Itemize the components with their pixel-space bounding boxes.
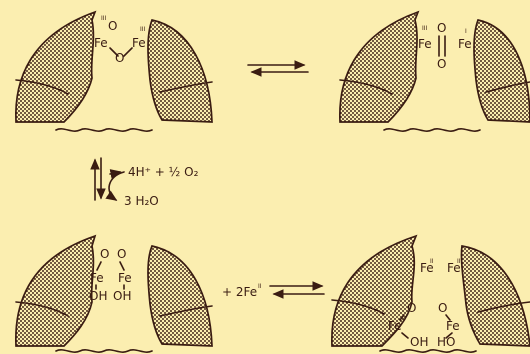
panel-d-fe-top-left-ox: II (430, 258, 434, 265)
panel-b-o-bottom: O (437, 57, 446, 71)
addition-ox: II (258, 283, 262, 290)
panel-a-fe-right-ox: III (140, 26, 146, 33)
panel-a-o-bridge: O (115, 51, 124, 65)
panel-d-right-divider (477, 301, 530, 313)
panel-c-o-left: O (100, 247, 109, 261)
equilibrium-arrow-ac (90, 157, 106, 201)
panel-d-fe-top-right-ox: II (457, 258, 461, 265)
panel-a-protein: III Fe O III Fe O (15, 10, 213, 132)
panel-a-fe-left-ox: III (101, 15, 107, 22)
panel-d-oh-bond-left (401, 332, 409, 339)
panel-b-protein: III Fe O O I Fe (339, 10, 530, 132)
panel-b-fe-left-ox: III (422, 25, 428, 32)
panel-d-protein: Fe II Fe II O O Fe Fe OH HO (331, 234, 530, 353)
panel-a-right-divider (159, 81, 213, 93)
panel-b-fe-right: Fe (458, 37, 472, 51)
panel-c-fe-left: Fe (90, 271, 104, 285)
panel-b-fe-right-ox: I (465, 28, 467, 35)
panel-a-bond-right (123, 47, 133, 57)
reaction-reactant: 4H⁺ + ½ O₂ (128, 165, 199, 179)
panel-d-o-right: O (438, 301, 447, 315)
panel-d-fe-top-left: Fe (420, 261, 434, 275)
panel-c-oh-right: OH (113, 289, 131, 303)
equilibrium-arrow-cd (269, 281, 325, 299)
panel-b-o-top: O (437, 21, 446, 35)
panel-a-fe-right: Fe (132, 36, 146, 50)
reaction-product: 3 H₂O (124, 194, 159, 208)
panel-c-bond-right (119, 261, 125, 271)
panel-d-oh-bond-right (445, 332, 453, 339)
panel-d-fe-bottom-left: Fe (388, 319, 402, 333)
panel-c-left-wall (15, 234, 97, 347)
panel-c-left-divider (15, 301, 69, 317)
panel-b-right-divider (485, 81, 530, 93)
panel-d-oh-left: OH (410, 335, 428, 349)
panel-a-left-divider (15, 79, 69, 95)
panel-d-fe-top-right: Fe (447, 261, 461, 275)
panel-d-ho-right: HO (437, 335, 455, 349)
panel-c-protein: O O Fe Fe OH OH (15, 234, 213, 353)
panel-c-membrane (55, 349, 153, 353)
panel-c-oh-left: OH (89, 289, 107, 303)
panel-c-fe-right: Fe (118, 271, 132, 285)
panel-d-o-left: O (407, 301, 416, 315)
reaction-curve (105, 169, 125, 201)
panel-d-left-wall (331, 234, 418, 347)
panel-c-right-divider (159, 305, 213, 317)
panel-a-fe-left: Fe (94, 36, 108, 50)
panel-d-right-wall (460, 245, 530, 347)
panel-b-right-wall (473, 19, 530, 123)
equilibrium-arrow-ab (247, 60, 309, 77)
panel-d-membrane (379, 349, 477, 353)
panel-d-fe-bottom-right: Fe (446, 319, 460, 333)
panel-a-bond-left (109, 47, 119, 57)
panel-b-fe-left: Fe (418, 37, 432, 51)
panel-c-o-right: O (117, 247, 126, 261)
panel-c-right-wall (147, 245, 213, 347)
panel-b-left-wall (339, 10, 420, 123)
panel-b-left-divider (339, 79, 393, 95)
panel-c-bond-left (96, 261, 102, 271)
panel-b-membrane (383, 128, 481, 132)
addition-label: + 2Fe (222, 285, 257, 299)
panel-d-left-divider (331, 299, 385, 315)
panel-a-right-wall (147, 19, 213, 123)
panel-a-membrane (55, 128, 153, 132)
panel-a-left-wall (15, 10, 97, 123)
panel-d-bond-left (399, 314, 405, 321)
panel-a-o-top: O (108, 19, 117, 33)
panel-d-bond-right (445, 314, 451, 321)
